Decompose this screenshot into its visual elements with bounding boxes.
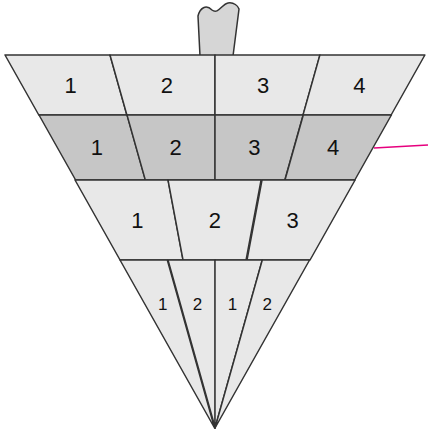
cone-cell: 2 — [110, 55, 215, 115]
cone-cell: 2 — [215, 260, 310, 428]
cell-number: 2 — [209, 210, 221, 232]
cone-cell: 2 — [168, 180, 261, 260]
cell-shape — [127, 115, 215, 180]
cone-cell: 2 — [168, 260, 215, 428]
stem-shape — [198, 3, 239, 56]
cell-shape — [247, 180, 355, 260]
cell-number: 3 — [257, 75, 269, 97]
cone-cell: 1 — [5, 55, 127, 115]
cell-number: 4 — [353, 75, 365, 97]
cone-cell: 4 — [303, 55, 425, 115]
cone-cell: 3 — [247, 180, 355, 260]
cell-number: 1 — [228, 296, 237, 313]
cell-number: 3 — [248, 137, 260, 159]
cell-number: 1 — [64, 75, 76, 97]
cone-cell: 1 — [75, 180, 183, 260]
cell-number: 1 — [158, 296, 167, 313]
cell-outline — [215, 260, 310, 428]
cone-cell: 2 — [127, 115, 215, 180]
cell-number: 2 — [169, 137, 181, 159]
cell-shape — [110, 55, 215, 115]
cell-number: 2 — [263, 296, 272, 313]
cell-shape — [303, 55, 425, 115]
cone-cell: 4 — [285, 115, 391, 180]
cell-shape — [75, 180, 183, 260]
cell-shape — [285, 115, 391, 180]
cell-shape — [168, 180, 261, 260]
cell-number: 1 — [131, 210, 143, 232]
cell-outline — [247, 180, 355, 260]
cone-cell: 3 — [215, 55, 320, 115]
leader-line — [374, 145, 428, 148]
cell-number: 1 — [91, 137, 103, 159]
cell-shape — [215, 55, 320, 115]
cell-number: 4 — [327, 137, 339, 159]
cell-shape — [5, 55, 127, 115]
cell-number: 3 — [287, 210, 299, 232]
cell-shape — [215, 260, 310, 428]
cell-number: 2 — [161, 75, 173, 97]
cell-outline — [168, 260, 215, 428]
cell-shape — [120, 260, 215, 428]
cell-shape — [168, 260, 215, 428]
cell-outline — [75, 180, 183, 260]
cell-number: 2 — [193, 296, 202, 313]
